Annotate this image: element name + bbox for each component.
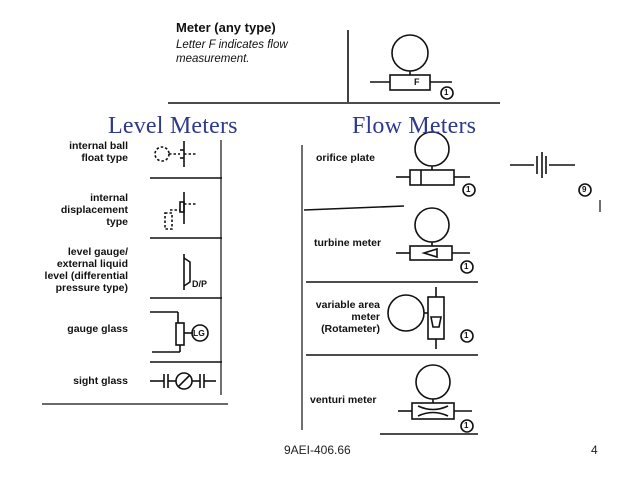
orifice-plate-line-symbol (510, 152, 592, 197)
rotameter-number: 1 (464, 331, 469, 340)
dp-gauge-symbol (183, 254, 191, 290)
meter-number: 1 (444, 88, 449, 97)
footer-code: 9AEI-406.66 (284, 443, 351, 457)
turbine-meter-symbol (396, 207, 474, 274)
gauge-glass-symbol (150, 311, 209, 353)
venturi-meter-label: venturi meter (310, 394, 377, 406)
page-number: 4 (591, 443, 598, 457)
ball-float-symbol (154, 141, 196, 167)
displacement-label: internal displacement type (40, 192, 128, 228)
orifice-number-2: 9 (582, 185, 587, 194)
ball-float-label-line-2: float type (81, 152, 128, 164)
ball-float-label: internal ball float type (40, 140, 128, 164)
turbine-meter-label: turbine meter (314, 237, 382, 249)
dp-gauge-label-line-3: level (differential (44, 270, 128, 282)
venturi-meter-symbol (398, 364, 474, 433)
top-number-circle (440, 86, 454, 100)
flow-divider-1 (303, 205, 405, 211)
displacement-label-line-1: internal (90, 192, 128, 204)
meter-desc-line-1: Letter F indicates flow (176, 39, 288, 51)
meter-desc-line-2: measurement. (176, 53, 250, 65)
dp-gauge-label-line-4: pressure type) (55, 282, 128, 294)
dp-tag: D/P (192, 279, 208, 289)
dp-gauge-label-line-2: external liquid (56, 258, 128, 270)
turbine-number: 1 (464, 262, 469, 271)
displacement-label-line-3: type (106, 216, 128, 228)
dp-gauge-label-line-1: level gauge/ (67, 246, 128, 258)
meter-title: Meter (any type) (176, 20, 276, 35)
orifice-number-1: 1 (466, 185, 471, 194)
venturi-number: 1 (464, 421, 469, 430)
sight-glass-label: sight glass (73, 375, 128, 387)
level-meters-heading: Level Meters (108, 113, 238, 139)
variable-area-label: variable area meter (Rotameter) (300, 299, 380, 335)
displacement-symbol (164, 192, 196, 230)
ball-float-label-line-1: internal ball (69, 140, 128, 152)
sight-glass-symbol (150, 372, 216, 390)
variable-area-label-line-3: (Rotameter) (321, 323, 380, 335)
meter-letter: F (414, 77, 420, 87)
flow-meters-heading: Flow Meters (352, 113, 477, 139)
generic-meter-symbol (370, 34, 454, 100)
variable-area-label-line-2: meter (351, 311, 380, 323)
dp-gauge-label: level gauge/ external liquid level (diff… (30, 246, 128, 294)
orifice-plate-label: orifice plate (316, 152, 375, 164)
gauge-glass-label: gauge glass (67, 323, 128, 335)
gauge-glass-tag: LG (193, 328, 205, 338)
variable-area-label-line-1: variable area (315, 299, 380, 311)
orifice-plate-meter-symbol (396, 131, 476, 197)
meter-description: Letter F indicates flow measurement. (176, 38, 336, 66)
displacement-label-line-2: displacement (60, 204, 128, 216)
rotameter-symbol (387, 287, 474, 349)
